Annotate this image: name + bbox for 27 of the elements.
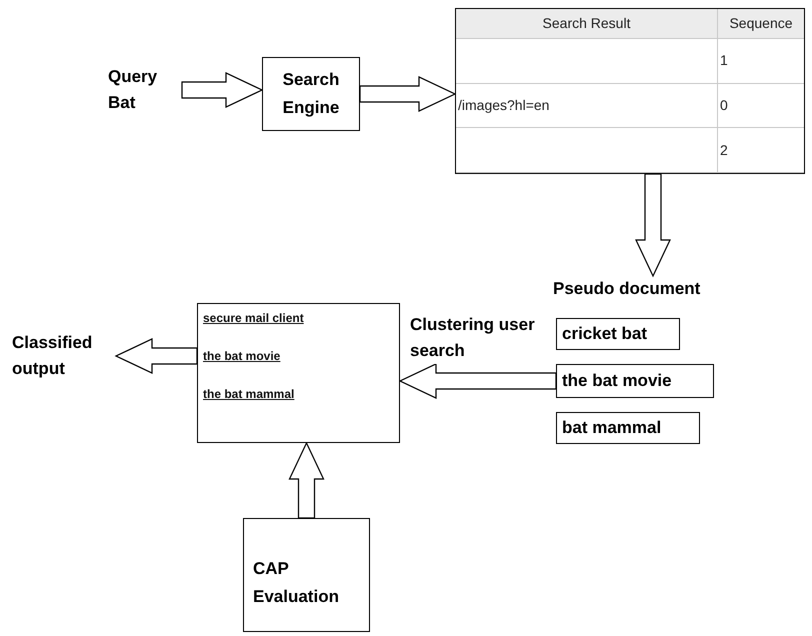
header-cell: Search Result: [456, 9, 718, 39]
process-box: [243, 518, 370, 632]
node-label: CAP Evaluation: [253, 558, 340, 608]
table-cell: 1: [718, 39, 804, 84]
tag-box: cricket bat: [556, 318, 680, 350]
block-arrow: [114, 338, 198, 374]
cluster-link: the bat movie: [203, 348, 280, 365]
node-label: Pseudo document: [553, 278, 702, 300]
cluster-link: secure mail client: [203, 310, 304, 327]
block-arrow: [181, 72, 264, 108]
process-box: [262, 57, 360, 131]
tag-box: bat mammal: [556, 412, 700, 444]
block-arrow: [635, 173, 671, 278]
node-label: Search Engine: [282, 69, 340, 119]
block-arrow: [359, 76, 456, 112]
results-table: [455, 8, 805, 174]
result-box: [197, 303, 400, 443]
table-cell: 2: [718, 128, 804, 173]
table-cell: 0: [718, 84, 804, 128]
block-arrow: [398, 363, 557, 399]
block-arrow: [288, 442, 324, 519]
table-cell: /images?hl=en: [456, 84, 718, 128]
tag-box: the bat movie: [556, 364, 714, 398]
cluster-link: the bat mammal: [203, 386, 294, 403]
node-label: Query Bat: [108, 66, 158, 114]
node-label: Classified output: [12, 332, 94, 380]
header-cell: Sequence: [718, 9, 804, 39]
